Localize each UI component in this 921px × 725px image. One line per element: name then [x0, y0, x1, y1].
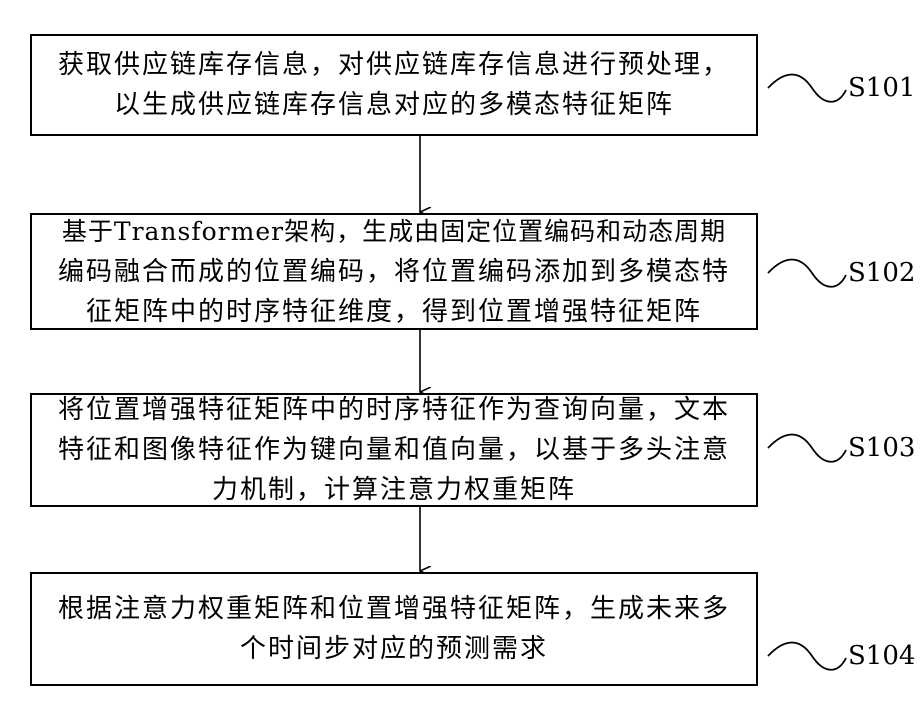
step-s102-line-1: 基于Transformer架构，生成由固定位置编码和动态周期 — [62, 212, 726, 252]
step-s104-line-1: 根据注意力权重矩阵和位置增强特征矩阵，生成未来多 — [58, 589, 730, 629]
step-s101-line-2: 以生成供应链库存信息对应的多模态特征矩阵 — [114, 85, 674, 125]
step-label-s101: S101 — [848, 73, 915, 103]
step-box-s104: 根据注意力权重矩阵和位置增强特征矩阵，生成未来多 个时间步对应的预测需求 — [30, 572, 758, 686]
step-s102-line-2: 编码融合而成的位置编码，将位置编码添加到多模态特 — [58, 252, 730, 292]
step-s103-line-1: 将位置增强特征矩阵中的时序特征作为查询向量，文本 — [58, 390, 730, 430]
step-label-s104: S104 — [848, 641, 915, 671]
leader-s102 — [768, 260, 846, 287]
step-box-s103: 将位置增强特征矩阵中的时序特征作为查询向量，文本 特征和图像特征作为键向量和值向… — [30, 393, 758, 507]
step-text-s101: 获取供应链库存信息，对供应链库存信息进行预处理， 以生成供应链库存信息对应的多模… — [58, 45, 730, 125]
leader-s101 — [768, 75, 846, 102]
step-s101-line-1: 获取供应链库存信息，对供应链库存信息进行预处理， — [58, 45, 730, 85]
step-text-s104: 根据注意力权重矩阵和位置增强特征矩阵，生成未来多 个时间步对应的预测需求 — [58, 589, 730, 669]
leader-s104 — [768, 643, 846, 670]
step-s103-line-3: 力机制，计算注意力权重矩阵 — [212, 470, 576, 510]
step-text-s103: 将位置增强特征矩阵中的时序特征作为查询向量，文本 特征和图像特征作为键向量和值向… — [58, 390, 730, 510]
step-box-s101: 获取供应链库存信息，对供应链库存信息进行预处理， 以生成供应链库存信息对应的多模… — [30, 34, 758, 136]
step-label-s102: S102 — [848, 258, 915, 288]
leader-s103 — [768, 435, 846, 462]
step-s104-line-2: 个时间步对应的预测需求 — [240, 629, 548, 669]
step-s103-line-2: 特征和图像特征作为键向量和值向量，以基于多头注意 — [58, 430, 730, 470]
step-s102-line-3: 征矩阵中的时序特征维度，得到位置增强特征矩阵 — [86, 292, 702, 332]
step-label-s103: S103 — [848, 433, 915, 463]
step-box-s102: 基于Transformer架构，生成由固定位置编码和动态周期 编码融合而成的位置… — [30, 213, 758, 330]
step-text-s102: 基于Transformer架构，生成由固定位置编码和动态周期 编码融合而成的位置… — [58, 212, 730, 332]
